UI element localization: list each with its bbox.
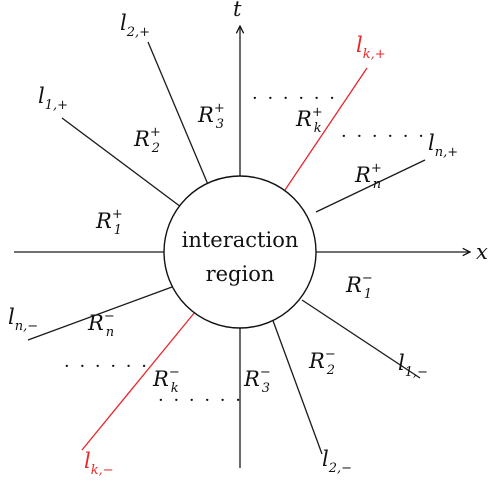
label-rn-minus: R−n — [87, 309, 115, 340]
x-axis-label: x — [476, 240, 488, 264]
line-ln-minus — [27, 286, 173, 341]
label-r3-plus: R+3 — [197, 101, 225, 132]
line-ln-plus — [315, 159, 426, 213]
label-l1-plus: l1,+ — [38, 84, 68, 113]
label-l1-minus: l1,− — [398, 351, 428, 380]
label-r1-plus: R+1 — [95, 207, 123, 238]
label-lk-plus: lk,+ — [356, 33, 386, 62]
line-lk-minus — [81, 311, 196, 451]
line-l1-plus — [61, 117, 186, 211]
ellipsis-top-center: · · · · · · — [252, 88, 337, 109]
label-l2-minus: l2,− — [322, 447, 352, 476]
line-l2-plus — [147, 41, 213, 195]
label-ln-minus: ln,− — [8, 305, 38, 334]
ellipsis-bottom-left: · · · · · · — [64, 356, 149, 377]
label-lk-minus: lk,− — [84, 449, 114, 478]
interaction-region-label-line1: interaction — [182, 228, 299, 252]
label-r2-minus: R−2 — [308, 347, 336, 378]
label-r3-minus: R−3 — [243, 365, 271, 396]
line-l1-minus — [301, 299, 421, 379]
ellipsis-bottom-center: · · · · · · — [158, 390, 243, 411]
label-l2-plus: l2,+ — [120, 11, 150, 40]
ellipsis-top-right: · · · · · · — [341, 126, 426, 147]
label-rk-plus: R+k — [295, 105, 323, 136]
t-axis-label: t — [233, 0, 242, 21]
interaction-region-label-line2: region — [206, 262, 275, 286]
label-rn-plus: R+n — [354, 161, 382, 192]
line-lk-plus — [284, 67, 368, 191]
interaction-region-circle — [163, 175, 317, 329]
label-r2-plus: R+2 — [133, 125, 161, 156]
label-r1-minus: R−1 — [345, 271, 373, 302]
label-rk-minus: R−k — [152, 365, 180, 396]
line-l2-minus — [271, 317, 323, 455]
label-ln-plus: ln,+ — [428, 131, 458, 160]
